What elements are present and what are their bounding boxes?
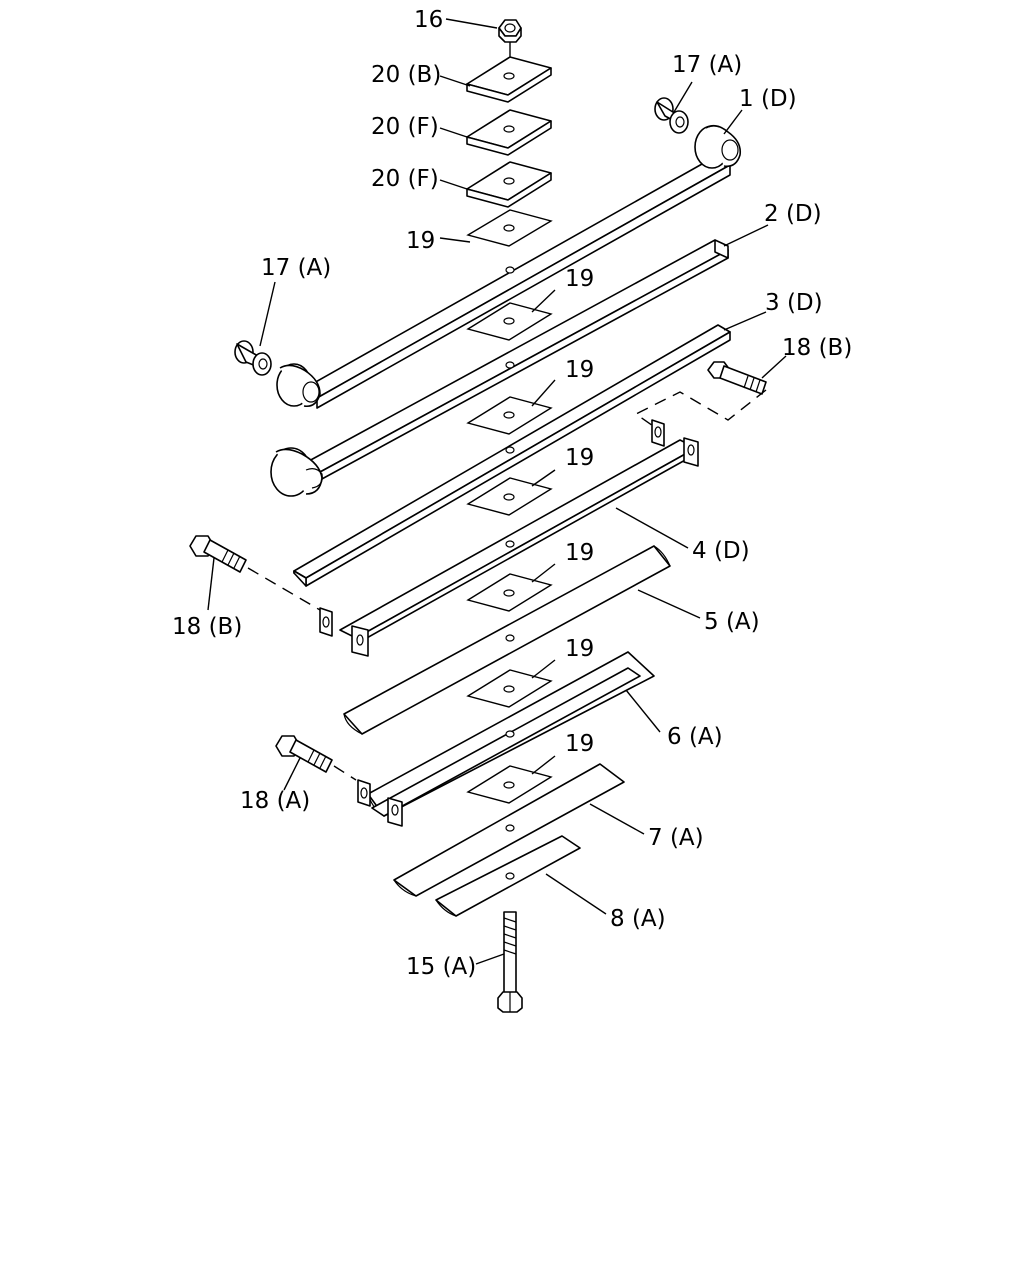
callout-15a: 15 (A) (406, 954, 476, 980)
callout-18b-right: 18 (B) (782, 335, 852, 361)
part-20f-washer-2[interactable] (466, 161, 552, 208)
part-19-pad-top[interactable] (466, 209, 553, 247)
part-19-pad-3[interactable] (466, 477, 553, 516)
callout-3d: 3 (D) (765, 290, 823, 316)
callout-19-5: 19 (565, 636, 594, 662)
part-15a-center-bolt[interactable] (497, 911, 523, 1013)
part-19-pad-6[interactable] (466, 765, 553, 804)
callout-4d: 4 (D) (692, 538, 750, 564)
callout-20f-2: 20 (F) (371, 166, 439, 192)
callout-17a-left: 17 (A) (261, 255, 331, 281)
callout-20b: 20 (B) (371, 62, 441, 88)
callout-17a-top: 17 (A) (672, 52, 742, 78)
callout-7a: 7 (A) (648, 825, 704, 851)
callout-20f-1: 20 (F) (371, 114, 439, 140)
part-19-pad-2[interactable] (466, 396, 553, 435)
callout-19-top: 19 (406, 228, 435, 254)
part-16-nut[interactable] (498, 19, 522, 43)
callout-19-3: 19 (565, 445, 594, 471)
callout-6a: 6 (A) (667, 724, 723, 750)
part-20f-washer-1[interactable] (466, 109, 552, 156)
callout-19-6: 19 (565, 731, 594, 757)
part-19-pad-1[interactable] (466, 302, 553, 341)
part-18b-bolt-left[interactable] (189, 535, 247, 573)
callout-19-2: 19 (565, 357, 594, 383)
part-2d-second-leaf[interactable] (270, 239, 729, 497)
part-17a-bushing-top[interactable] (654, 97, 689, 134)
callout-18b-left: 18 (B) (172, 614, 242, 640)
part-18b-bolt-right[interactable] (707, 361, 767, 395)
part-19-pad-4[interactable] (466, 573, 553, 612)
part-20b-washer[interactable] (466, 56, 552, 103)
part-4d-clip[interactable] (319, 419, 699, 657)
part-17a-bushing-left[interactable] (234, 340, 272, 376)
part-18a-bolt[interactable] (275, 735, 333, 773)
callout-1d: 1 (D) (739, 86, 797, 112)
callout-2d: 2 (D) (764, 201, 822, 227)
callout-19-1: 19 (565, 266, 594, 292)
part-1d-main-leaf[interactable] (276, 124, 742, 409)
callout-16: 16 (414, 7, 443, 33)
part-clip-lower[interactable] (357, 667, 641, 827)
part-19-pad-5[interactable] (466, 669, 553, 708)
callout-19-4: 19 (565, 540, 594, 566)
callout-18a: 18 (A) (240, 788, 310, 814)
callout-5a: 5 (A) (704, 609, 760, 635)
callout-8a: 8 (A) (610, 906, 666, 932)
